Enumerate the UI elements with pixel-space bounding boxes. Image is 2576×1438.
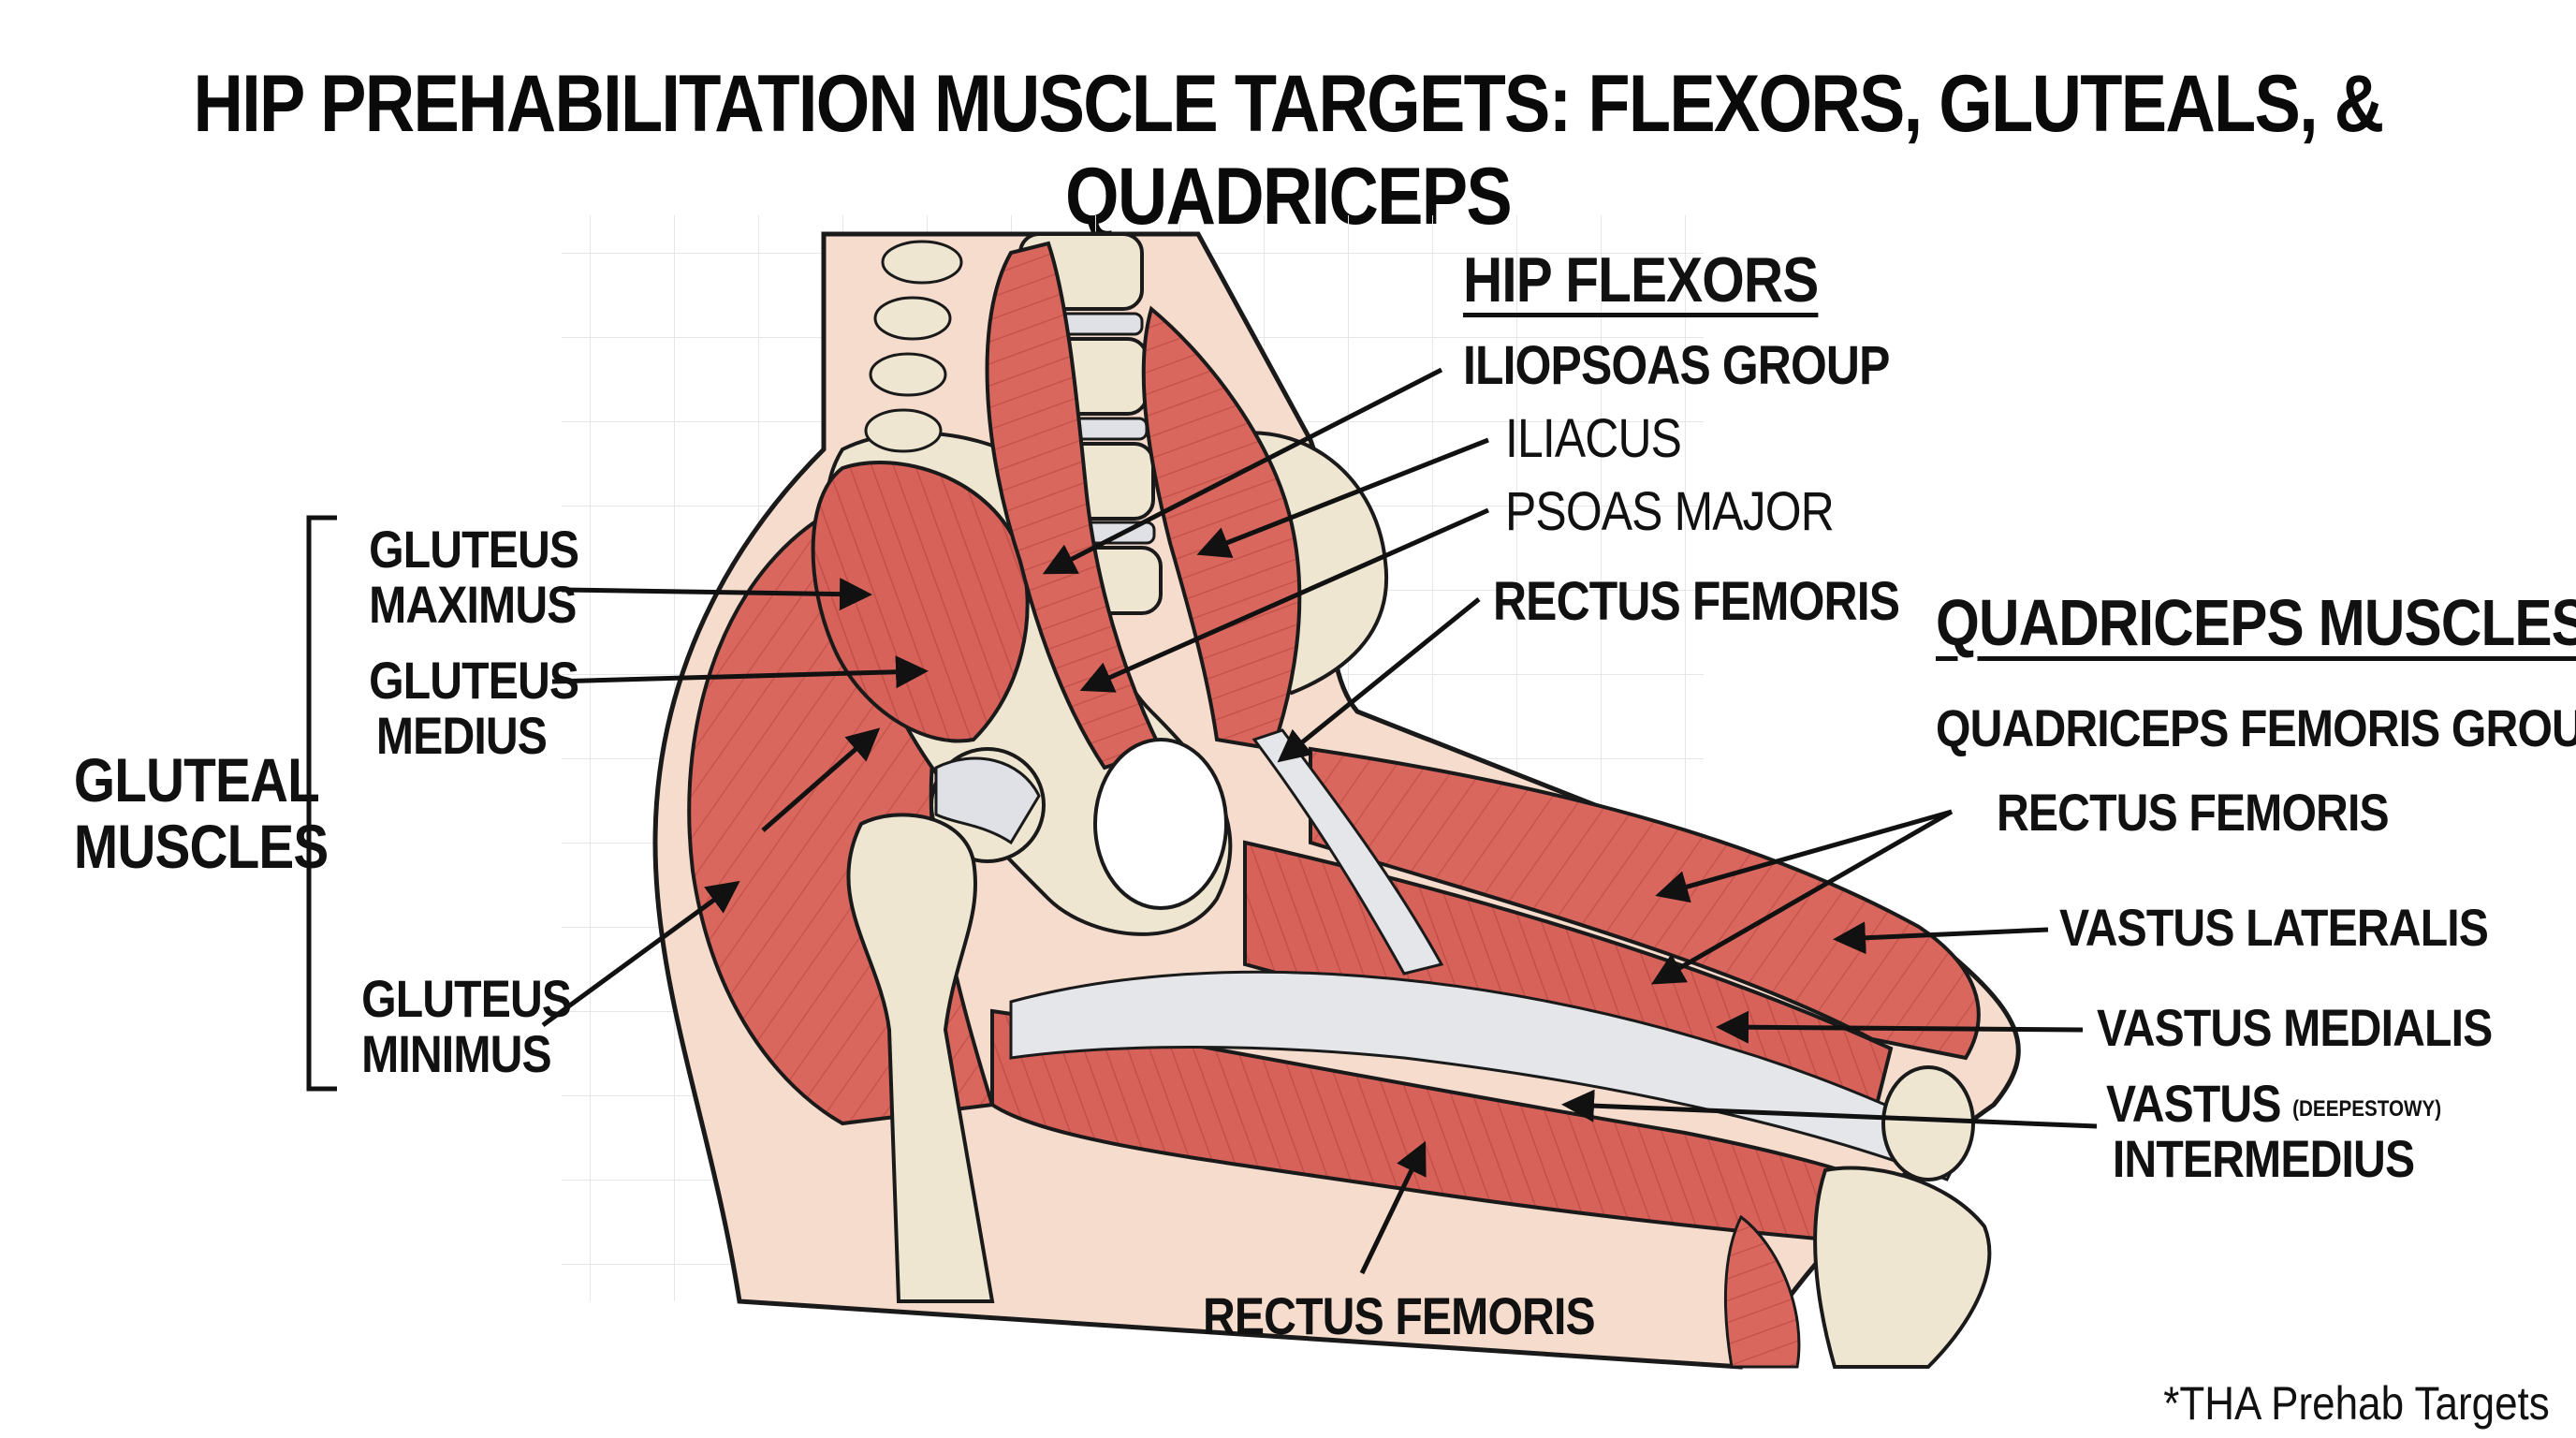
tendon-band (1009, 970, 1969, 1181)
psoas-major-label: PSOAS MAJOR (1505, 481, 1835, 542)
vastus-intermedius-note: (DEEPESTOWY) (2292, 1096, 2442, 1122)
iliacus-label: ILIACUS (1505, 408, 1682, 469)
quadriceps-group-label: QUADRICEPS FEMORIS GROUP (1936, 698, 2576, 757)
iliopsoas-group-label: ILIOPSOAS GROUP (1463, 335, 1890, 396)
vastus-lateralis-shape (1309, 746, 1981, 1061)
gluteal-bracket (306, 515, 337, 1092)
vastus-intermedius-label: VASTUS (DEEPESTOWY) INTERMEDIUS (2106, 1074, 2442, 1188)
rectus-femoris-tendon (1251, 728, 1444, 976)
gluteal-muscles-label: GLUTEAL MUSCLES (73, 745, 329, 882)
arrow-iliopsoas (1042, 367, 1443, 575)
lower-leg-muscle (1723, 1214, 1801, 1369)
vastus-medialis-label: VASTUS MEDIALIS (2097, 998, 2493, 1057)
arrow-gluteus-minimus (541, 880, 740, 1028)
quad-rectus-femoris-label: RECTUS FEMORIS (1997, 783, 2390, 842)
quadriceps-header: QUADRICEPS MUSCLES (1936, 586, 2576, 659)
arrow-gluteus-maximus (561, 578, 872, 611)
knee-joint (1813, 1166, 1992, 1369)
arrow-iliacus (1196, 437, 1489, 559)
arrow-rectus-femoris-bottom (1359, 1140, 1427, 1275)
arrow-psoas (1079, 507, 1490, 693)
hip-rectus-femoris-label: RECTUS FEMORIS (1493, 571, 1900, 632)
arrow-vastus-lateralis (1833, 921, 2049, 955)
gluteus-minimus-label: GLUTEUS MINIMUS (361, 969, 572, 1083)
femur-bone (846, 813, 995, 1303)
vastus-lateralis-label: VASTUS LATERALIS (2059, 898, 2489, 957)
hip-flexors-header: HIP FLEXORS (1463, 244, 1819, 315)
gluteus-maximus-label: GLUTEUS MAXIMUS (369, 520, 579, 634)
arrow-rectus-femoris-top (1277, 597, 1481, 763)
hip-capsule-tendon (934, 756, 1041, 845)
arrow-quad-rectus-b (1650, 809, 1954, 985)
arrow-vastus-intermedius (1561, 1089, 2098, 1129)
arrow-gluteus-medius-2 (761, 727, 881, 832)
page-title: HIP PREHABILITATION MUSCLE TARGETS: FLEX… (193, 59, 2385, 242)
patella (1881, 1065, 1975, 1181)
obturator-foramen (1093, 738, 1228, 910)
footnote: *THA Prehab Targets (2163, 1377, 2550, 1430)
bottom-rectus-femoris-label: RECTUS FEMORIS (1203, 1286, 1596, 1345)
arrow-gluteus-medius (551, 655, 929, 689)
arrow-vastus-medialis (1716, 1010, 2084, 1044)
arrow-quad-rectus-a (1655, 809, 1953, 903)
gluteus-medius-label: GLUTEUS MEDIUS (369, 651, 579, 765)
